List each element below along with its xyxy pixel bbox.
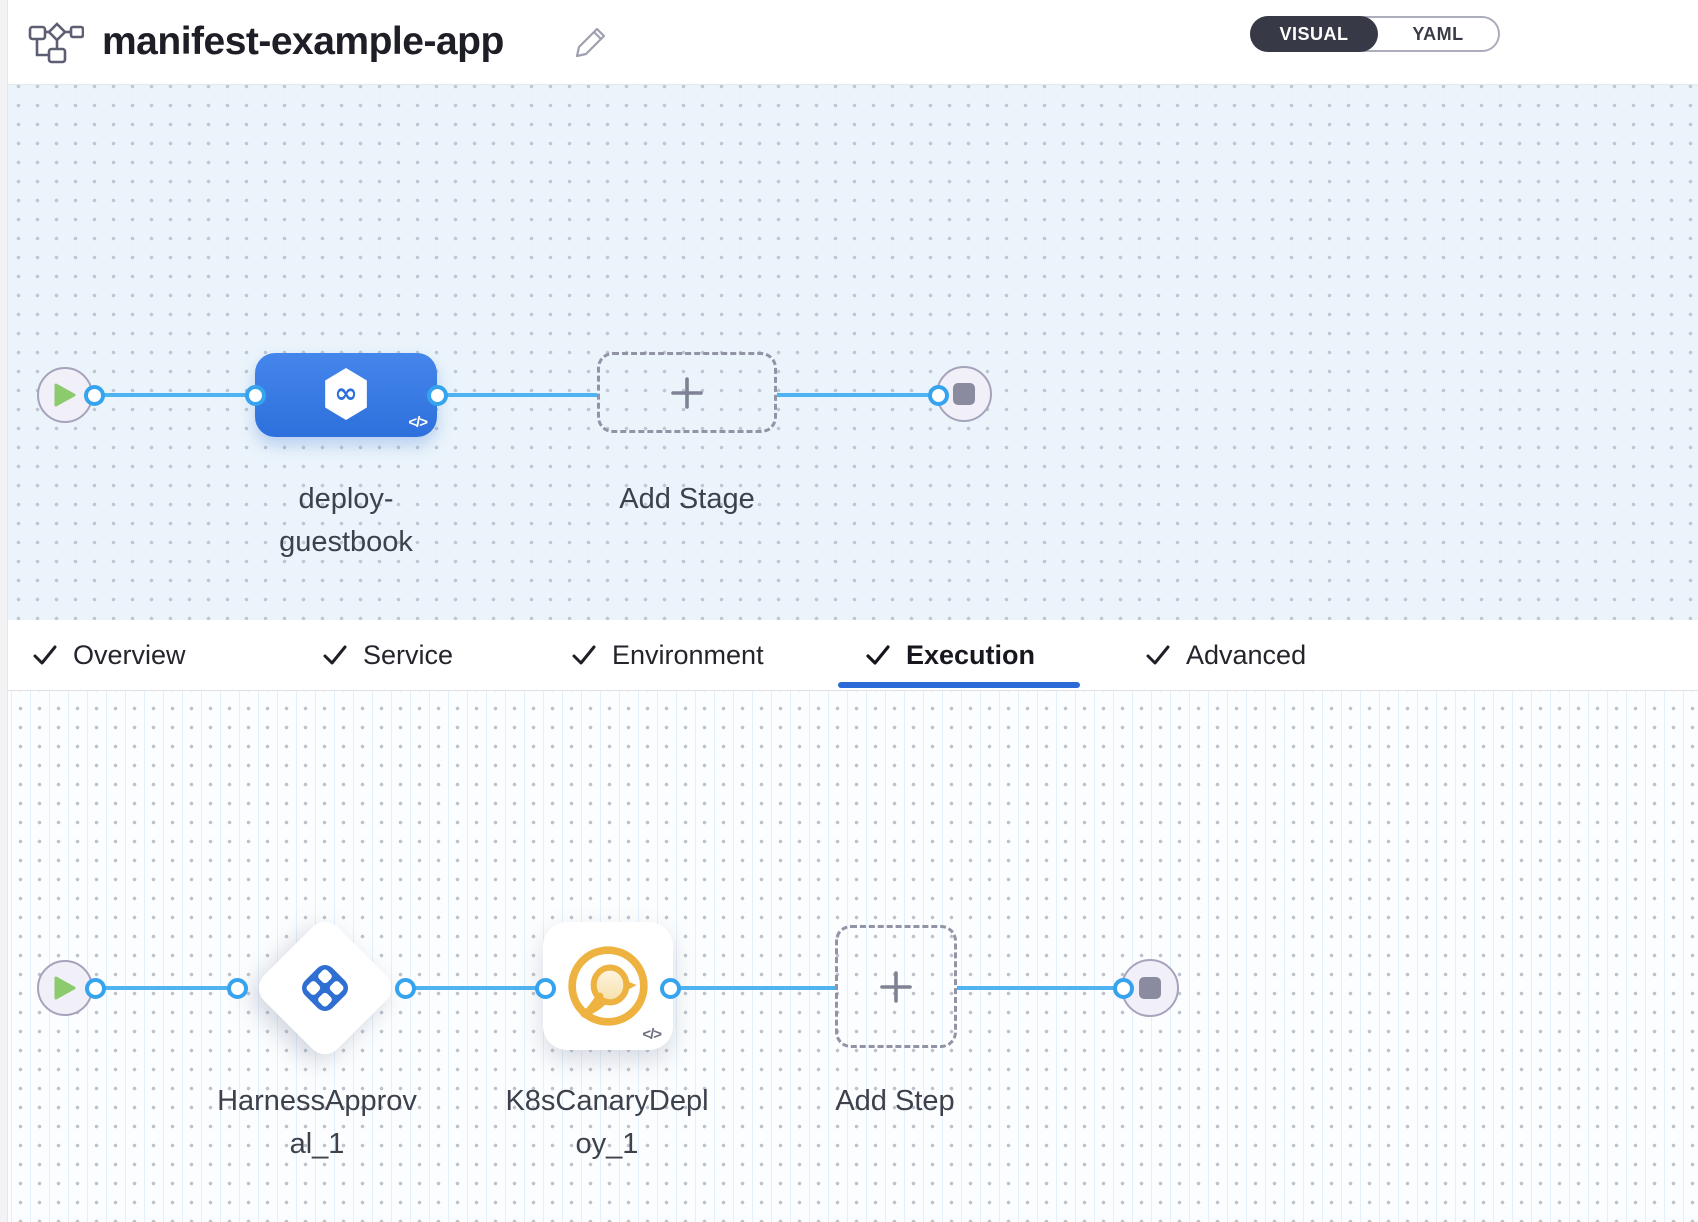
left-panel-edge <box>0 0 8 1222</box>
svg-text:∞: ∞ <box>334 376 357 409</box>
pipeline-graph-icon <box>28 22 84 64</box>
tab-service[interactable]: Service <box>322 620 453 690</box>
step-node-k8s-canary-deploy[interactable]: </> <box>543 922 673 1050</box>
pencil-icon[interactable] <box>573 24 609 60</box>
stage-canvas[interactable] <box>0 84 1698 620</box>
connector-line <box>95 986 237 990</box>
tab-overview[interactable]: Overview <box>32 620 186 690</box>
connector-dot[interactable] <box>928 385 949 406</box>
connector-dot[interactable] <box>535 978 556 999</box>
stage-label: deploy-guestbook <box>279 483 413 558</box>
play-icon <box>54 383 76 407</box>
check-icon <box>1146 645 1170 665</box>
check-icon <box>323 645 347 665</box>
active-tab-underline <box>838 682 1080 688</box>
tab-advanced[interactable]: Advanced <box>1145 620 1306 690</box>
play-icon <box>54 976 76 1000</box>
execution-start-node[interactable] <box>37 960 93 1016</box>
pipeline-start-node[interactable] <box>37 367 93 423</box>
connector-dot[interactable] <box>245 385 266 406</box>
toggle-visual-button[interactable]: VISUAL <box>1250 16 1378 52</box>
connector-dot[interactable] <box>84 385 105 406</box>
step-label: K8sCanaryDeploy_1 <box>505 1085 709 1160</box>
tab-execution[interactable]: Execution <box>865 620 1035 690</box>
canary-bird-icon <box>568 946 648 1026</box>
connector-line <box>777 393 938 397</box>
connector-dot[interactable] <box>227 978 248 999</box>
stage-node-deploy-guestbook[interactable]: ∞ </> <box>255 353 437 437</box>
toggle-yaml-button[interactable]: YAML <box>1412 23 1464 44</box>
execution-canvas[interactable] <box>0 690 1698 1222</box>
tab-environment[interactable]: Environment <box>571 620 764 690</box>
check-icon <box>866 645 890 665</box>
connector-dot[interactable] <box>427 385 448 406</box>
add-stage-label: Add Stage <box>619 483 755 515</box>
connector-dot[interactable] <box>660 978 681 999</box>
add-step-button[interactable] <box>835 925 957 1048</box>
plus-icon <box>671 376 703 409</box>
plus-icon <box>880 970 912 1003</box>
view-mode-toggle: VISUAL YAML <box>1250 16 1500 52</box>
stage-tabbar: Overview Service Environment Execution A… <box>0 620 1698 691</box>
connector-dot[interactable] <box>85 978 106 999</box>
connector-line <box>94 393 255 397</box>
step-label: HarnessApproval_1 <box>217 1085 417 1160</box>
add-step-label: Add Step <box>835 1085 955 1117</box>
add-stage-button[interactable] <box>597 352 777 433</box>
connector-dot[interactable] <box>395 978 416 999</box>
yaml-code-badge: </> <box>642 1026 662 1043</box>
header: manifest-example-app VISUAL YAML <box>0 0 1698 85</box>
harness-approval-icon <box>302 965 348 1011</box>
connector-line <box>957 986 1123 990</box>
cd-hexagon-infinity-icon: ∞ <box>325 367 367 421</box>
connector-line <box>437 393 597 397</box>
stop-icon <box>1139 977 1161 999</box>
stop-icon <box>953 383 975 405</box>
yaml-code-badge: </> <box>408 414 428 431</box>
connector-line <box>670 986 835 990</box>
check-icon <box>33 645 57 665</box>
page-title: manifest-example-app <box>102 20 504 63</box>
connector-dot[interactable] <box>1113 978 1134 999</box>
check-icon <box>572 645 596 665</box>
connector-line <box>405 986 545 990</box>
